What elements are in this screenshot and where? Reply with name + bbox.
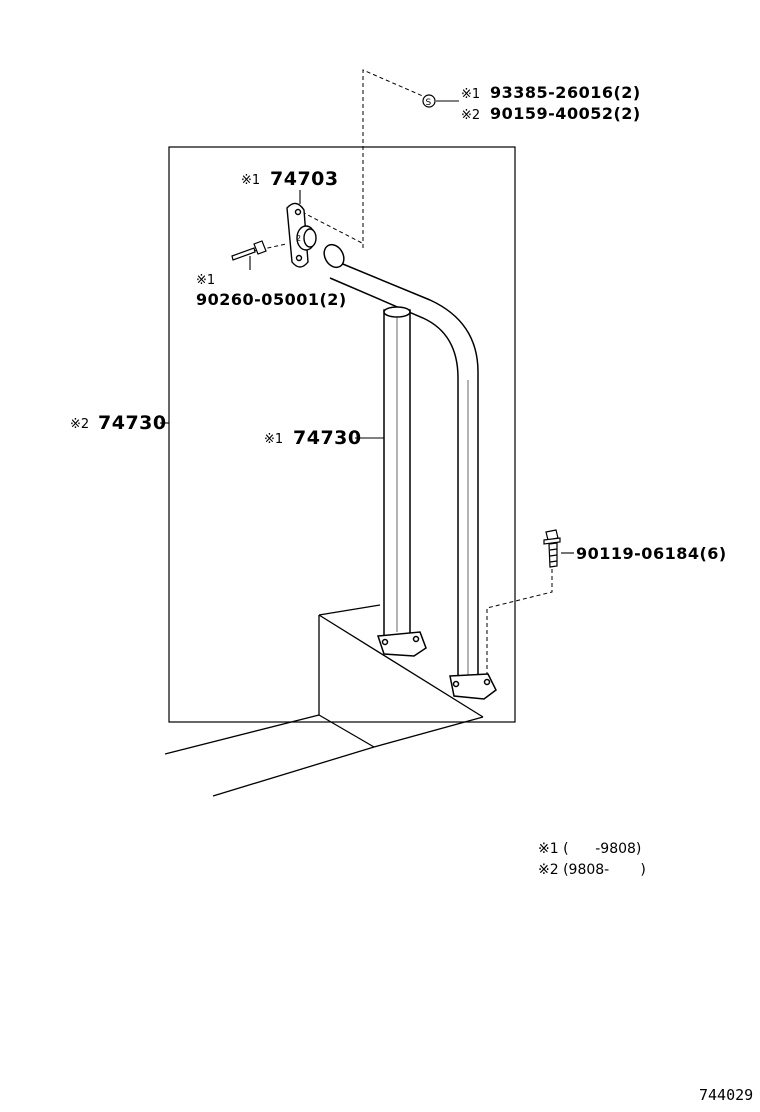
floor-block bbox=[164, 604, 484, 797]
bolt-90260 bbox=[231, 240, 267, 261]
outer-assembly-mark: ※2 bbox=[70, 417, 89, 432]
legend-row-2: ※2 (9808- ) bbox=[538, 862, 646, 878]
legend-row-1: ※1 ( -9808) bbox=[538, 841, 641, 857]
inner-bar-part-number: 74730 bbox=[293, 427, 362, 449]
bracket-74703: 2 bbox=[286, 202, 317, 268]
bracket-symbol: 2 bbox=[296, 234, 301, 243]
bolt-mark: ※1 bbox=[196, 273, 215, 288]
nut-symbol: S bbox=[426, 98, 432, 108]
nut-icon: S bbox=[422, 94, 436, 108]
screw-part-number: 90119-06184(6) bbox=[576, 544, 727, 563]
assembly-frame bbox=[168, 146, 516, 723]
leader-lines bbox=[160, 100, 574, 554]
nut-part-number-1: 93385-26016(2) bbox=[490, 83, 641, 102]
bracket-part-number: 74703 bbox=[270, 168, 339, 190]
grab-bar-74730 bbox=[323, 243, 497, 700]
screw-90119 bbox=[543, 529, 561, 568]
nut-mark-1: ※1 bbox=[461, 87, 480, 102]
nut-mark-2: ※2 bbox=[461, 108, 480, 123]
nut-part-number-2: 90159-40052(2) bbox=[490, 104, 641, 123]
bolt-part-number: 90260-05001(2) bbox=[196, 290, 347, 309]
outer-assembly-part-number: 74730 bbox=[98, 412, 167, 434]
diagram-number: 744029 bbox=[699, 1086, 753, 1104]
inner-bar-mark: ※1 bbox=[264, 432, 283, 447]
bracket-mark: ※1 bbox=[241, 173, 260, 188]
